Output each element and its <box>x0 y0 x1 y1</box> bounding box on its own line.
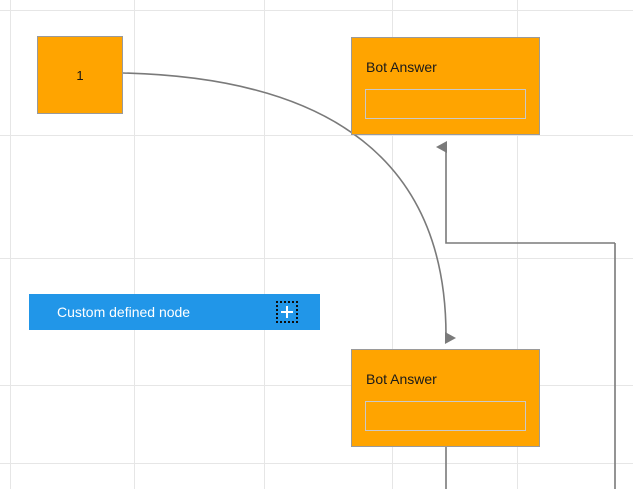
node-content-slot[interactable] <box>365 89 526 119</box>
bot-answer-node-bottom[interactable]: Bot Answer <box>351 349 540 447</box>
plus-icon[interactable] <box>276 301 298 323</box>
custom-defined-node-palette-item[interactable]: Custom defined node <box>29 294 320 330</box>
node-content-slot[interactable] <box>365 401 526 431</box>
start-node[interactable]: 1 <box>37 36 123 114</box>
node-label: 1 <box>76 67 84 83</box>
node-title: Bot Answer <box>366 371 437 387</box>
bot-answer-node-top[interactable]: Bot Answer <box>351 37 540 135</box>
elbow-connector[interactable] <box>436 141 615 244</box>
node-title: Bot Answer <box>366 59 437 75</box>
curved-connector[interactable] <box>122 72 456 344</box>
palette-item-label: Custom defined node <box>57 304 191 320</box>
